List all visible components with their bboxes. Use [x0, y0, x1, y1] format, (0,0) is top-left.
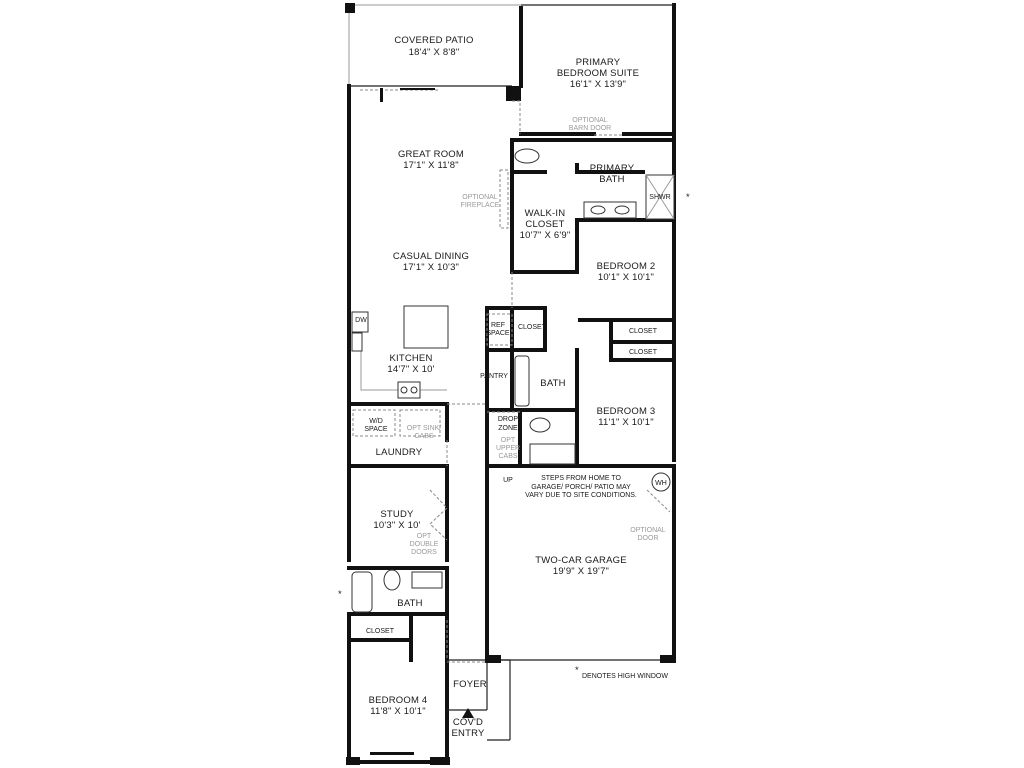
walls — [347, 3, 676, 764]
kitchen-dims: 14'7" X 10' — [387, 364, 434, 375]
opt-sink-cabs: OPT SINK/ CABS — [407, 425, 442, 440]
shower-label: SHWR — [649, 194, 670, 201]
closet-bed3-label: CLOSET — [629, 349, 658, 356]
entry-label: COV'D — [453, 717, 483, 728]
room-primary-bath: PRIMARY BATH — [590, 163, 635, 185]
kitchen-label: KITCHEN — [389, 353, 432, 364]
high-window-mark-1: * — [686, 192, 690, 203]
drop-zone: DROP ZONE — [498, 416, 519, 432]
laundry-label: LAUNDRY — [376, 447, 423, 458]
great-room-label: GREAT ROOM — [398, 149, 464, 160]
study-label: STUDY — [380, 509, 414, 520]
bedroom4-dims: 11'8" X 10'1" — [370, 706, 426, 717]
upper-cabs-note-3: CABS — [498, 453, 517, 460]
room-walk-in-closet: WALK-IN CLOSET 10'7" X 6'9" — [520, 208, 571, 241]
casual-dining-label: CASUAL DINING — [393, 251, 469, 262]
room-covered-patio: COVERED PATIO 18'4" X 8'8" — [394, 35, 473, 58]
fireplace-note: OPTIONAL — [462, 194, 498, 201]
covered-entry: COV'D ENTRY — [451, 717, 484, 739]
ref-label-2: SPACE — [486, 330, 510, 337]
steps-note-1: STEPS FROM HOME TO — [541, 475, 621, 482]
covered-patio-label: COVERED PATIO — [394, 35, 473, 46]
walk-in-dims: 10'7" X 6'9" — [520, 230, 571, 241]
drop-zone-label: DROP — [498, 416, 519, 423]
room-primary-suite: PRIMARY BEDROOM SUITE 16'1" X 13'9" — [557, 57, 639, 90]
opt-fireplace: OPTIONAL FIREPLACE — [461, 194, 500, 209]
steps-note-3: VARY DUE TO SITE CONDITIONS. — [525, 492, 637, 499]
wd-space: W/D SPACE — [364, 418, 388, 433]
drop-zone-label-2: ZONE — [498, 425, 518, 432]
room-study: STUDY 10'3" X 10' — [373, 509, 420, 531]
legend-asterisk: * — [575, 665, 579, 676]
sink-cabs-note-2: CABS — [414, 433, 433, 440]
walk-in-label: WALK-IN — [525, 208, 566, 219]
primary-suite-dims: 16'1" X 13'9" — [570, 79, 626, 90]
room-garage: TWO-CAR GARAGE 19'9" X 19'7" — [535, 555, 626, 577]
room-kitchen: KITCHEN 14'7" X 10' — [387, 353, 434, 375]
wall-posts — [345, 3, 676, 765]
double-doors-note-2: DOUBLE — [410, 541, 439, 548]
garage-label: TWO-CAR GARAGE — [535, 555, 626, 566]
room-bedroom-4: BEDROOM 4 11'8" X 10'1" — [369, 695, 428, 717]
upper-cabs-note: OPT — [501, 437, 516, 444]
wd-label: W/D — [369, 418, 383, 425]
study-dims: 10'3" X 10' — [373, 520, 420, 531]
covered-patio-dims: 18'4" X 8'8" — [409, 47, 460, 58]
barn-door-note: OPTIONAL — [572, 117, 608, 124]
closet-bed2-label: CLOSET — [629, 328, 658, 335]
entry-label-2: ENTRY — [451, 728, 484, 739]
ref-space: REF SPACE — [486, 322, 510, 337]
primary-bath-label-2: BATH — [599, 174, 624, 185]
foyer-label: FOYER — [453, 679, 487, 690]
primary-suite-label-2: BEDROOM SUITE — [557, 68, 639, 79]
high-window-mark-2: * — [338, 589, 342, 600]
room-casual-dining: CASUAL DINING 17'1" X 10'3" — [393, 251, 469, 273]
opt-garage-door: OPTIONAL DOOR — [630, 527, 666, 542]
opt-barn-door: OPTIONAL BARN DOOR — [569, 117, 611, 132]
double-doors-note-3: DOORS — [411, 549, 437, 556]
ref-label: REF — [491, 322, 505, 329]
legend-text: DENOTES HIGH WINDOW — [582, 673, 668, 680]
garage-door-note: OPTIONAL — [630, 527, 666, 534]
upper-cabs-note-2: UPPER — [496, 445, 520, 452]
steps-note-2: GARAGE/ PORCH/ PATIO MAY — [531, 484, 631, 491]
great-room-dims: 17'1" X 11'8" — [403, 160, 459, 171]
doors-openings — [352, 88, 671, 663]
up-label: UP — [503, 477, 513, 484]
closet-hall-label: CLOSET — [518, 324, 547, 331]
garage-door-note-2: DOOR — [638, 535, 659, 542]
room-great-room: GREAT ROOM 17'1" X 11'8" — [398, 149, 464, 171]
water-heater-label: WH — [655, 480, 667, 487]
opt-upper-cabs: OPT UPPER CABS — [496, 437, 520, 460]
barn-door-note-2: BARN DOOR — [569, 125, 611, 132]
bedroom2-label: BEDROOM 2 — [597, 261, 656, 272]
walk-in-label-2: CLOSET — [525, 219, 564, 230]
primary-suite-label: PRIMARY — [576, 57, 621, 68]
wd-label-2: SPACE — [364, 426, 388, 433]
bath2-label: BATH — [397, 598, 422, 609]
closet-bed4-label: CLOSET — [366, 628, 395, 635]
sink-cabs-note: OPT SINK/ — [407, 425, 442, 432]
casual-dining-dims: 17'1" X 10'3" — [403, 262, 459, 273]
opt-double-doors: OPT DOUBLE DOORS — [410, 533, 439, 556]
steps-note: STEPS FROM HOME TO GARAGE/ PORCH/ PATIO … — [525, 475, 637, 499]
bedroom4-label: BEDROOM 4 — [369, 695, 428, 706]
pantry-label: PANTRY — [480, 373, 508, 380]
high-window-legend: * DENOTES HIGH WINDOW — [575, 665, 668, 680]
bath-label: BATH — [540, 378, 565, 389]
double-doors-note: OPT — [417, 533, 432, 540]
fireplace-note-2: FIREPLACE — [461, 202, 500, 209]
bedroom3-dims: 11'1" X 10'1" — [598, 417, 654, 428]
garage-dims: 19'9" X 19'7" — [553, 566, 609, 577]
dishwasher-label: DW — [355, 317, 367, 324]
room-bedroom-3: BEDROOM 3 11'1" X 10'1" — [597, 406, 656, 428]
fixtures — [351, 88, 675, 755]
room-bedroom-2: BEDROOM 2 10'1" X 10'1" — [597, 261, 656, 283]
primary-bath-label: PRIMARY — [590, 163, 635, 174]
bedroom3-label: BEDROOM 3 — [597, 406, 656, 417]
bedroom2-dims: 10'1" X 10'1" — [598, 272, 654, 283]
